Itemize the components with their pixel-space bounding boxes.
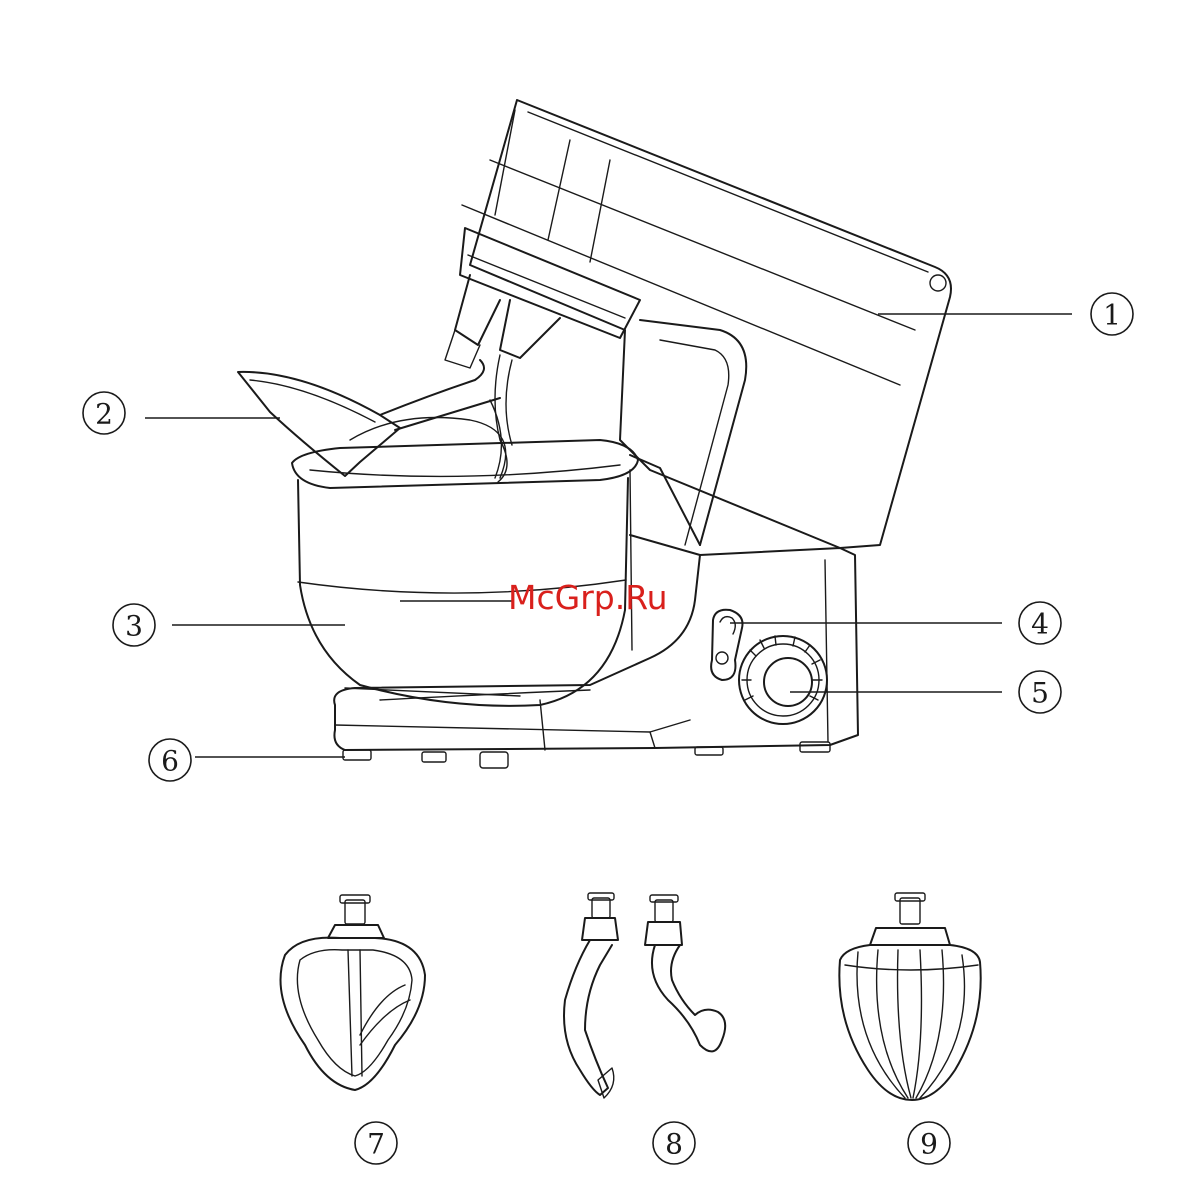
- stand-mixer: [238, 100, 951, 768]
- mixing-bowl: [292, 400, 638, 706]
- callout-8-label: 8: [665, 1128, 683, 1161]
- callout-5-label: 5: [1031, 677, 1049, 710]
- dough-hooks: [564, 893, 725, 1098]
- flat-beater: [281, 895, 426, 1090]
- callout-6-label: 6: [161, 745, 179, 778]
- mixer-neck: [630, 320, 746, 545]
- callout-2: 2: [83, 392, 125, 434]
- callout-7: 7: [355, 1122, 397, 1164]
- callout-4-label: 4: [1031, 608, 1049, 641]
- tilt-lever: [711, 610, 742, 680]
- speed-knob: [739, 636, 827, 724]
- balloon-whisk: [839, 893, 980, 1100]
- callout-9-label: 9: [920, 1128, 938, 1161]
- watermark-text: McGrp.Ru: [508, 578, 668, 617]
- motor-head: [445, 100, 951, 548]
- callout-5: 5: [1019, 671, 1061, 713]
- callout-1: 1: [1091, 293, 1133, 335]
- callout-7-label: 7: [367, 1128, 385, 1161]
- callout-4: 4: [1019, 602, 1061, 644]
- callout-8: 8: [653, 1122, 695, 1164]
- callout-2-label: 2: [95, 398, 113, 431]
- callout-3: 3: [113, 604, 155, 646]
- callout-3-label: 3: [125, 610, 143, 643]
- callout-6: 6: [149, 739, 191, 781]
- leader-lines: [145, 314, 1072, 757]
- callout-1-label: 1: [1103, 299, 1121, 332]
- callout-9: 9: [908, 1122, 950, 1164]
